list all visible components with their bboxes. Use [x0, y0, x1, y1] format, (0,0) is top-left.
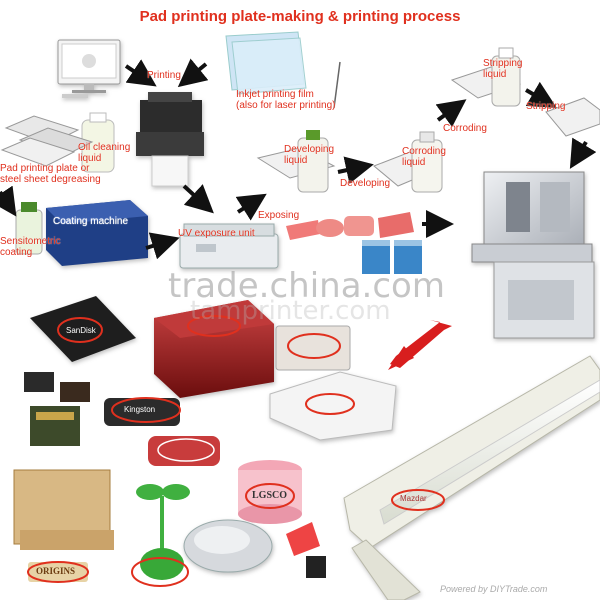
label-stripping-liquid: Stripping liquid: [483, 58, 523, 80]
sensitometric-bottle: [15, 202, 43, 255]
red-clip: [286, 522, 320, 556]
film-sheets: [225, 31, 307, 95]
watermark-trade-china: trade.china.com: [168, 266, 445, 306]
flow-arrows: [0, 58, 597, 260]
label-oil-cleaning: Oil cleaning liquid: [78, 142, 131, 164]
computer-mouse: [183, 519, 273, 573]
corroding-bottle: [411, 131, 443, 193]
cosmetic-box: [275, 325, 351, 371]
black-adapter: [306, 556, 326, 578]
coating-machine: [46, 200, 148, 266]
product-label-lgsco: LGSCO: [252, 490, 288, 501]
product-label-sandisk: SanDisk: [66, 326, 96, 335]
footer-watermark: Powered by DIYTrade.com: [440, 584, 548, 594]
label-inkjet-film: Inkjet printing film (also for laser pri…: [236, 89, 336, 111]
label-corroding: Corroding: [443, 123, 487, 134]
label-uv-unit: UV exposure unit: [178, 228, 255, 239]
label-printing: Printing: [147, 70, 181, 81]
stripping-bottle: [491, 47, 521, 107]
mini-fan: [131, 484, 190, 587]
sd-card-reader: [30, 296, 136, 362]
steel-plates: [0, 115, 94, 167]
developing-bottle: [297, 130, 329, 193]
printer: [136, 92, 204, 187]
stripped-plate: [545, 97, 600, 137]
label-plate-degreasing: Pad printing plate or steel sheet degrea…: [0, 163, 101, 185]
red-gift-box: [154, 300, 274, 398]
product-label-tube-brand: Mazdar: [400, 494, 427, 503]
fluorescent-tube-fixture: [343, 355, 600, 600]
label-coating-machine: Coating machine: [53, 216, 129, 227]
label-sensitometric: Sensitometric coating: [0, 236, 61, 258]
product-label-origins: ORIGINS: [36, 566, 76, 576]
label-corroding-liquid: Corroding liquid: [402, 146, 446, 168]
diagram-title: Pad printing plate-making & printing pro…: [139, 8, 461, 25]
label-stripping: Stripping: [526, 101, 566, 112]
cosmetic-jar: [238, 460, 302, 524]
red-pocket-device: [148, 436, 220, 466]
uv-exposure-unit: [179, 223, 279, 269]
pad-printing-machine: [471, 171, 595, 339]
wooden-pencil-box: [13, 469, 114, 583]
ink-cans: [362, 240, 422, 274]
white-device: [269, 371, 397, 441]
product-label-kingston: Kingston: [124, 405, 156, 414]
watermark-tamprinter: tamprinter.com: [190, 296, 391, 326]
memory-cards: [24, 372, 90, 446]
label-exposing: Exposing: [258, 210, 300, 221]
label-developing-liquid: Developing liquid: [284, 144, 335, 166]
usb-flash-drive: [104, 397, 181, 426]
silicone-pads: [286, 212, 414, 240]
computer-monitor: [57, 39, 121, 98]
label-developing: Developing: [340, 178, 391, 189]
